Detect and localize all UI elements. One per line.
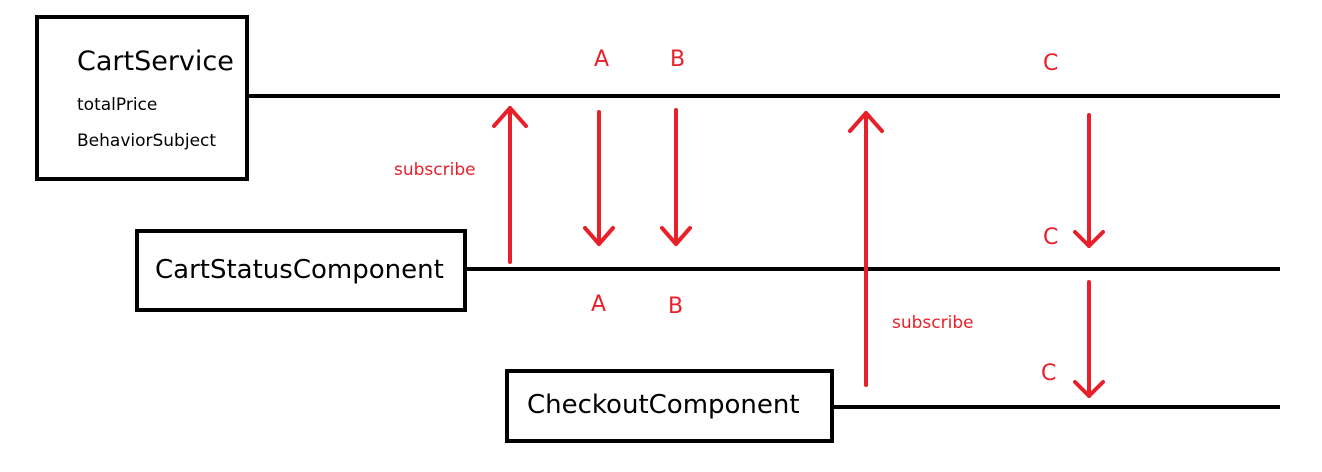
service-event-c: C — [1043, 51, 1059, 76]
cart-status-event-a: A — [591, 292, 607, 317]
checkout-event-c: C — [1041, 361, 1057, 386]
checkout-component-box: CheckoutComponent — [505, 369, 834, 443]
cart-service-type: BehaviorSubject — [77, 131, 217, 151]
checkout-subscribe-label: subscribe — [892, 313, 974, 333]
cart-service-property: totalPrice — [77, 95, 158, 115]
cart-status-subscribe-arrow — [492, 106, 528, 264]
cart-service-name: CartService — [77, 46, 234, 77]
service-event-a: A — [594, 47, 610, 72]
cart-service-box: CartService totalPrice BehaviorSubject — [35, 15, 249, 181]
cart-status-subscribe-label: subscribe — [394, 160, 476, 180]
emit-b-arrow — [660, 108, 692, 246]
checkout-component-name: CheckoutComponent — [527, 390, 800, 420]
service-event-b: B — [670, 47, 686, 72]
cart-status-component-name: CartStatusComponent — [155, 255, 444, 285]
emit-c-checkout-arrow — [1073, 280, 1105, 398]
cart-status-event-b: B — [668, 294, 684, 319]
cart-status-event-c: C — [1043, 225, 1059, 250]
emit-a-arrow — [583, 110, 615, 246]
cart-status-component-box: CartStatusComponent — [135, 229, 467, 312]
checkout-subscribe-arrow — [848, 111, 884, 387]
emit-c-cart-status-arrow — [1073, 113, 1105, 248]
